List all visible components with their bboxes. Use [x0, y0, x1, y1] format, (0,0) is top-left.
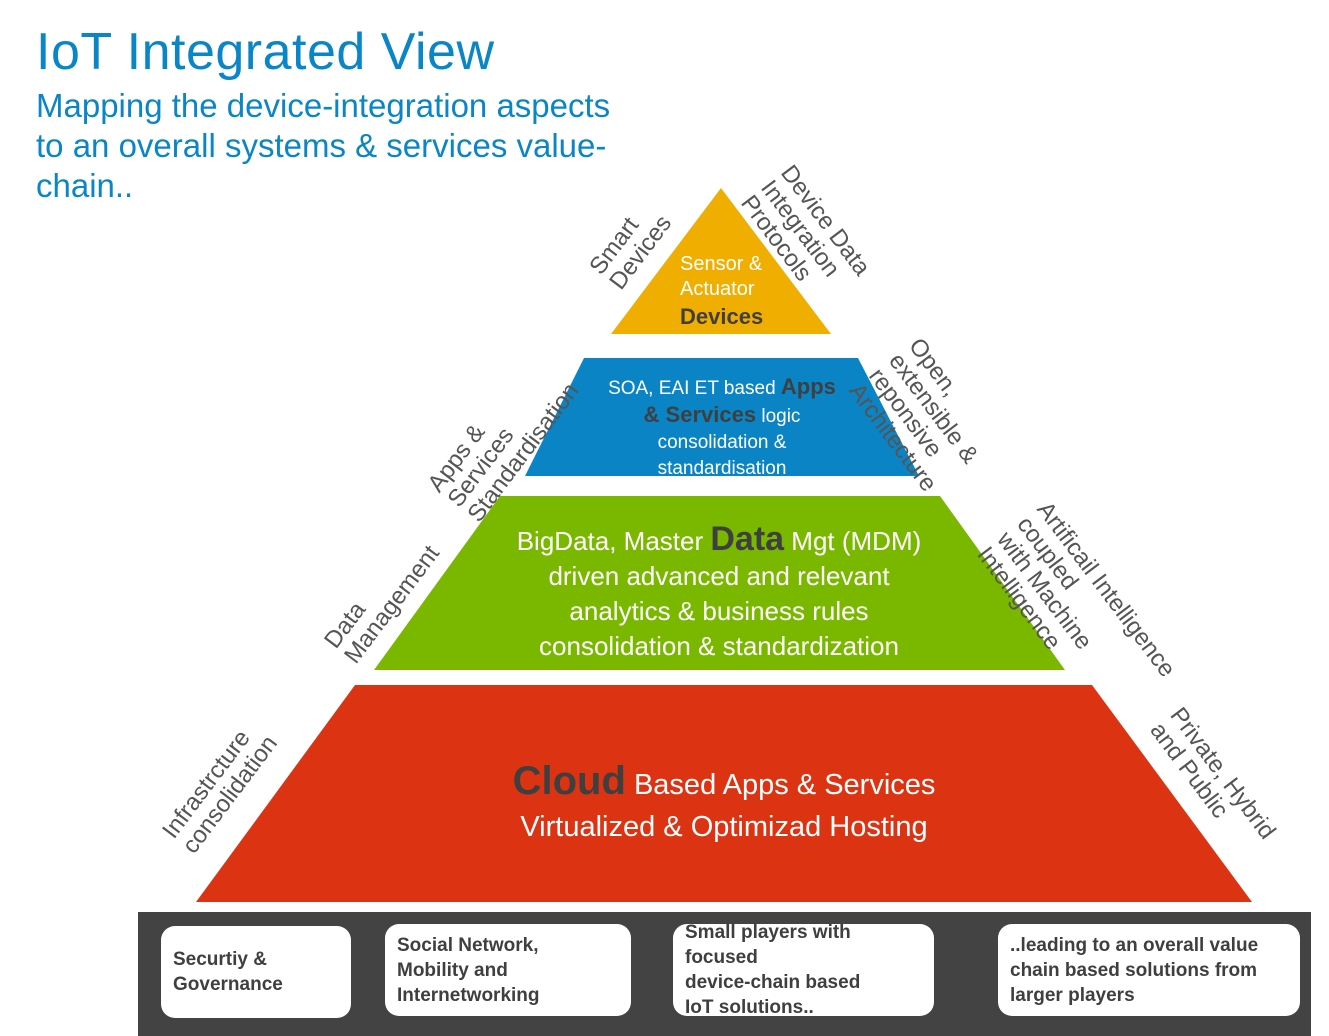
devices-line2: Actuator — [680, 278, 755, 300]
cloud-post: Based Apps & Services — [625, 769, 936, 801]
data-line3: analytics & business rules — [569, 596, 869, 626]
apps-line3: consolidation & — [657, 432, 787, 453]
cloud-layer-shape — [196, 685, 1252, 902]
page-subtitle: Mapping the device-integration aspects t… — [36, 87, 611, 204]
devices-layer-shape — [611, 188, 831, 334]
box-social-network-text: Social Network, Mobility and Internetwor… — [397, 934, 540, 1006]
data-line4: consolidation & standardization — [539, 631, 899, 661]
devices-layer-text: Sensor & Actuator Devices — [640, 252, 810, 332]
apps-pre: SOA, EAI ET based — [608, 378, 781, 399]
apps-post: logic — [756, 406, 801, 427]
data-post: Mgt (MDM) — [784, 526, 922, 556]
box-security-governance-text: Securtiy & Governance — [173, 949, 283, 995]
data-layer-shape — [374, 496, 1065, 670]
cloud-highlight: Cloud — [512, 759, 626, 803]
data-highlight: Data — [710, 520, 785, 558]
apps-highlight-b: & Services — [643, 402, 757, 427]
data-pre: BigData, Master — [516, 526, 711, 556]
cloud-line2: Virtualized & Optimizad Hosting — [520, 811, 928, 843]
box-small-players: Small players with focused device-chain … — [673, 922, 934, 1018]
box-security-governance: Securtiy & Governance — [161, 926, 351, 1018]
apps-layer-text: SOA, EAI ET based Apps & Services logic … — [580, 374, 864, 482]
box-social-network: Social Network, Mobility and Internetwor… — [385, 924, 631, 1016]
devices-line1: Sensor & — [680, 253, 763, 275]
data-layer-text: BigData, Master Data Mgt (MDM) driven ad… — [444, 522, 994, 664]
box-larger-players: ..leading to an overall value chain base… — [998, 924, 1300, 1016]
box-small-players-text: Small players with focused device-chain … — [685, 922, 861, 1018]
cloud-layer-text: Cloud Based Apps & Services Virtualized … — [424, 760, 1024, 848]
apps-highlight-a: Apps — [780, 374, 836, 399]
apps-layer-shape — [525, 358, 919, 476]
box-larger-players-text: ..leading to an overall value chain base… — [1010, 934, 1259, 1006]
devices-highlight: Devices — [680, 304, 764, 329]
page-title: IoT Integrated View — [36, 23, 495, 81]
apps-line4: standardisation — [657, 458, 787, 479]
data-line2: driven advanced and relevant — [548, 561, 890, 591]
